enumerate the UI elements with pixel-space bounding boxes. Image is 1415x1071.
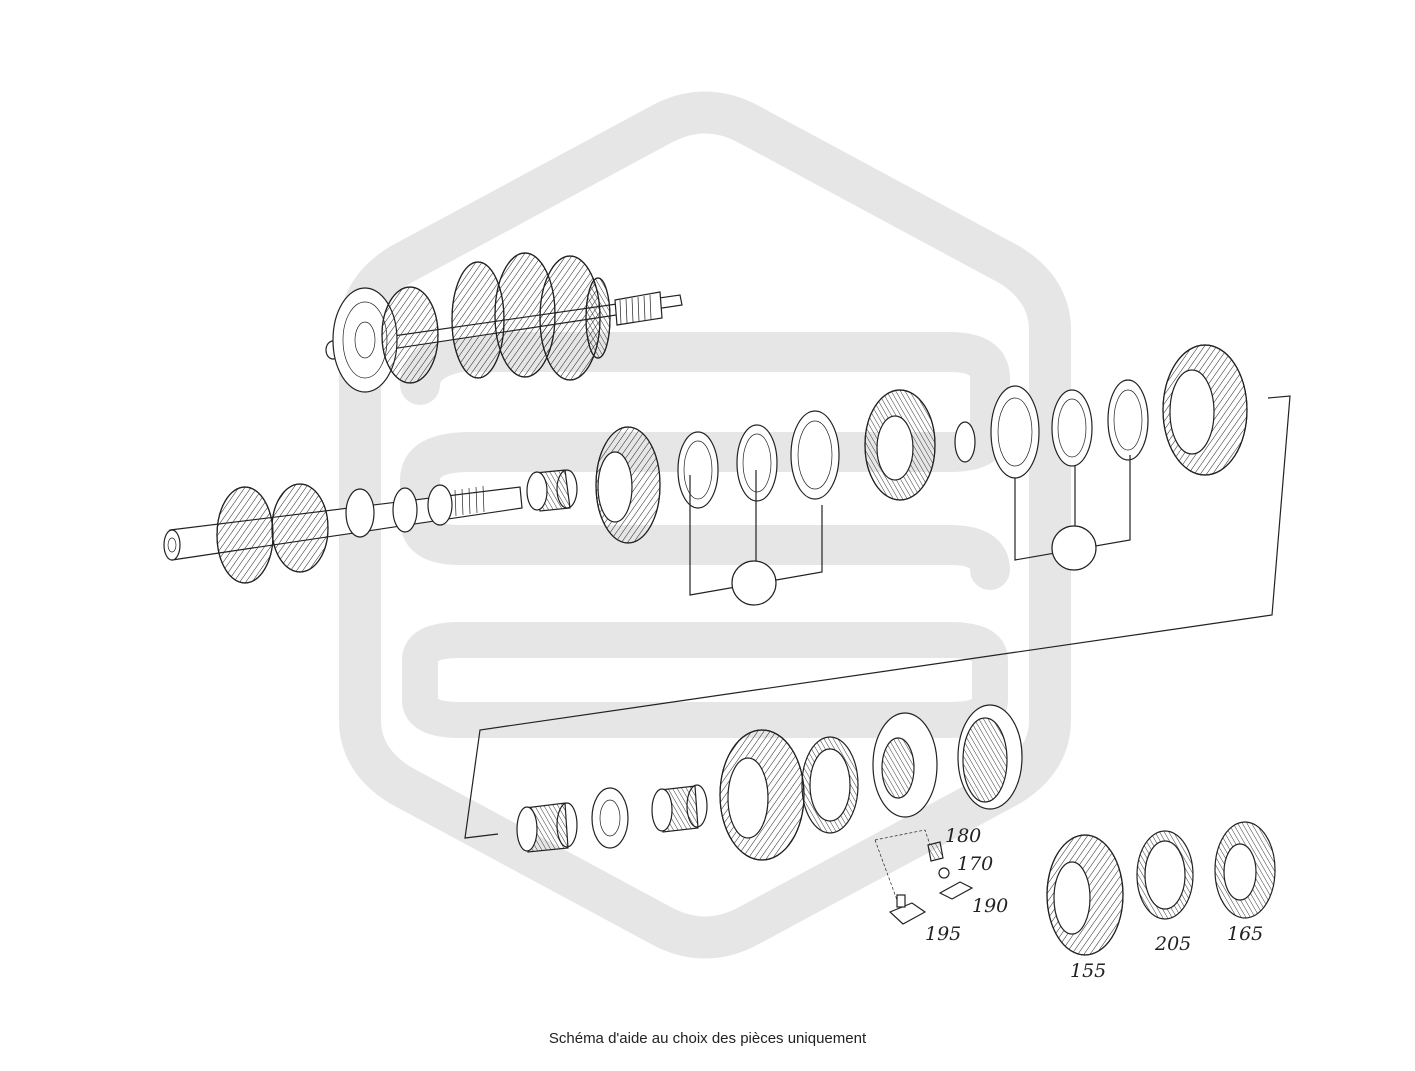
callout-155: 155	[1070, 960, 1106, 982]
synchro-ring-set-1	[677, 410, 840, 509]
synchro-hub-2	[872, 712, 938, 818]
synchro-ring-3	[801, 736, 859, 834]
synchro-ring-set-2	[990, 379, 1149, 479]
sliding-sleeve	[957, 704, 1023, 810]
needle-bearing-3	[651, 784, 708, 833]
callout-205: 205	[1154, 933, 1191, 955]
needle-bearing-1	[526, 469, 578, 512]
detent-assembly	[874, 829, 974, 925]
callout-195: 195	[925, 923, 961, 945]
gear-helical-3	[719, 729, 805, 861]
snap-ring-1	[954, 421, 976, 463]
row-connector-frame	[464, 395, 1291, 839]
group-bracket-2	[1014, 455, 1131, 571]
diagram-caption: Schéma d'aide au choix des pièces unique…	[548, 1030, 867, 1047]
callout-170: 170	[957, 853, 993, 875]
gear-helical-2	[1162, 344, 1248, 476]
group-bracket-1	[689, 470, 823, 606]
synchro-hub-1	[864, 389, 936, 501]
thrust-washer	[591, 787, 629, 849]
needle-bearing-2	[516, 802, 578, 853]
callout-190: 190	[972, 895, 1008, 917]
callout-180: 180	[945, 825, 981, 847]
synchro-ring-part-205	[1136, 830, 1194, 920]
gear-part-155	[1046, 834, 1124, 956]
callout-165: 165	[1227, 923, 1263, 945]
countershaft-assembly	[325, 252, 683, 393]
gear-part-165	[1214, 821, 1276, 919]
main-shaft	[163, 483, 523, 584]
gear-helical-1	[595, 426, 661, 544]
watermark-logo	[339, 91, 1071, 959]
